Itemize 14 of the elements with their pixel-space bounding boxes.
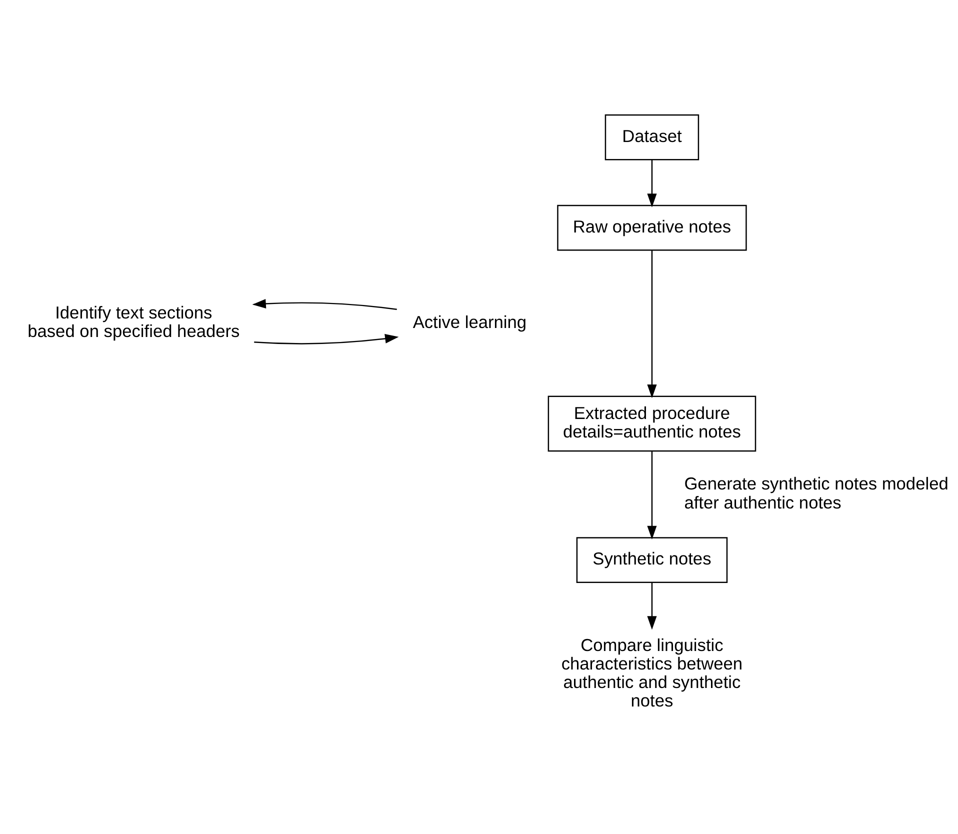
arrow [647, 250, 657, 398]
node-box: Dataset [604, 114, 700, 160]
arrow [647, 582, 657, 630]
node-box: Extracted procedure details=authentic notes [548, 395, 756, 452]
node-box: Synthetic notes [576, 536, 728, 583]
edge-label: Generate synthetic notes modeled after authentic notes [684, 473, 948, 512]
arrow [647, 450, 657, 539]
arrow [254, 333, 399, 344]
node-text: Identify text sections based on specified headers [28, 302, 240, 341]
arrow [252, 298, 397, 310]
node-box: Raw operative notes [557, 204, 747, 250]
node-text: Active learning [412, 311, 527, 332]
arrow [647, 159, 657, 207]
node-text: Compare linguistic characteristics between authentic and synthetic notes [561, 634, 743, 710]
